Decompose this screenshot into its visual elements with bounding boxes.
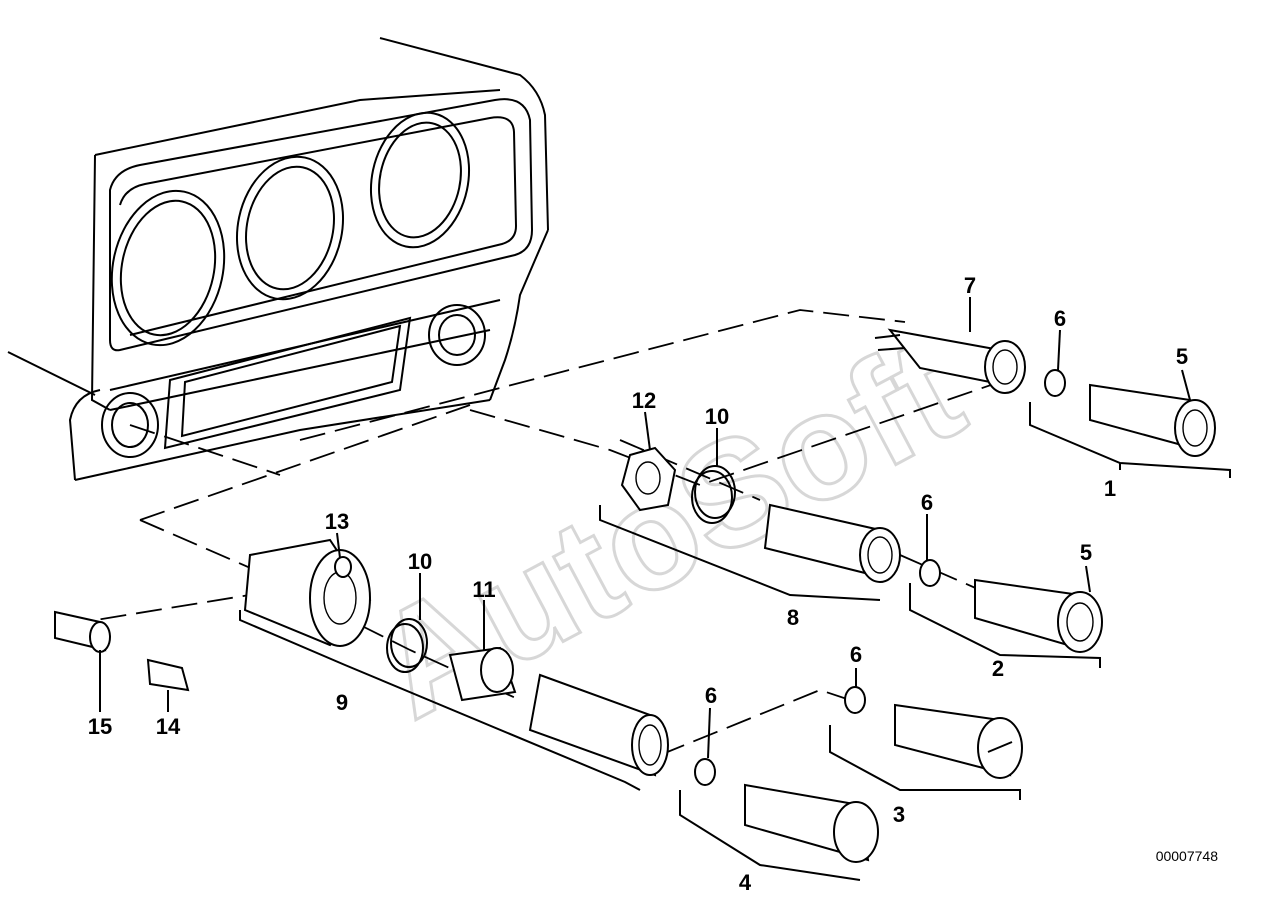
instrument-cluster-housing [7, 37, 549, 481]
callout-11: 11 [472, 577, 495, 602]
nut-part-6 [694, 369, 1066, 786]
callout-10-lower: 10 [408, 549, 432, 574]
callout-6-top: 6 [1054, 306, 1066, 331]
leader-lines [99, 297, 1231, 881]
socket-lower [528, 673, 669, 777]
spring-part-10 [386, 465, 736, 673]
lighter-knob-part-5 [1089, 383, 1216, 457]
lighter-knob-part-2 [974, 578, 1103, 653]
callout-labels: 1 2 3 4 5 5 6 6 6 6 7 8 9 10 10 11 12 13… [88, 273, 1188, 895]
lighter-knob-part-3 [894, 703, 1023, 779]
callout-8: 8 [787, 605, 799, 630]
document-id: 00007748 [1156, 848, 1219, 864]
callout-6-right: 6 [850, 642, 862, 667]
callout-9: 9 [336, 690, 348, 715]
watermark: AutoSoft [349, 304, 987, 750]
callout-12: 12 [632, 388, 656, 413]
retaining-ring-part-12 [620, 446, 677, 512]
callout-3: 3 [893, 802, 905, 827]
lighter-knob-part-4 [744, 783, 879, 863]
callout-5-top: 5 [1176, 344, 1188, 369]
callout-4: 4 [739, 870, 752, 895]
callout-6-middle: 6 [921, 490, 933, 515]
callout-10-top: 10 [705, 404, 729, 429]
callout-2: 2 [992, 656, 1004, 681]
socket-part-8 [763, 503, 901, 583]
callout-7: 7 [964, 273, 976, 298]
sleeve-part-11 [448, 646, 517, 702]
socket-part-7 [874, 328, 1026, 394]
housing-part-9 [243, 538, 372, 647]
bulb-part-14 [146, 658, 190, 692]
bulb-holder-part-15 [54, 610, 111, 653]
callout-1: 1 [1104, 476, 1116, 501]
callout-15: 15 [88, 714, 112, 739]
callout-13: 13 [325, 509, 349, 534]
callout-6-lower: 6 [705, 683, 717, 708]
callout-5-middle: 5 [1080, 540, 1092, 565]
callout-14: 14 [156, 714, 181, 739]
